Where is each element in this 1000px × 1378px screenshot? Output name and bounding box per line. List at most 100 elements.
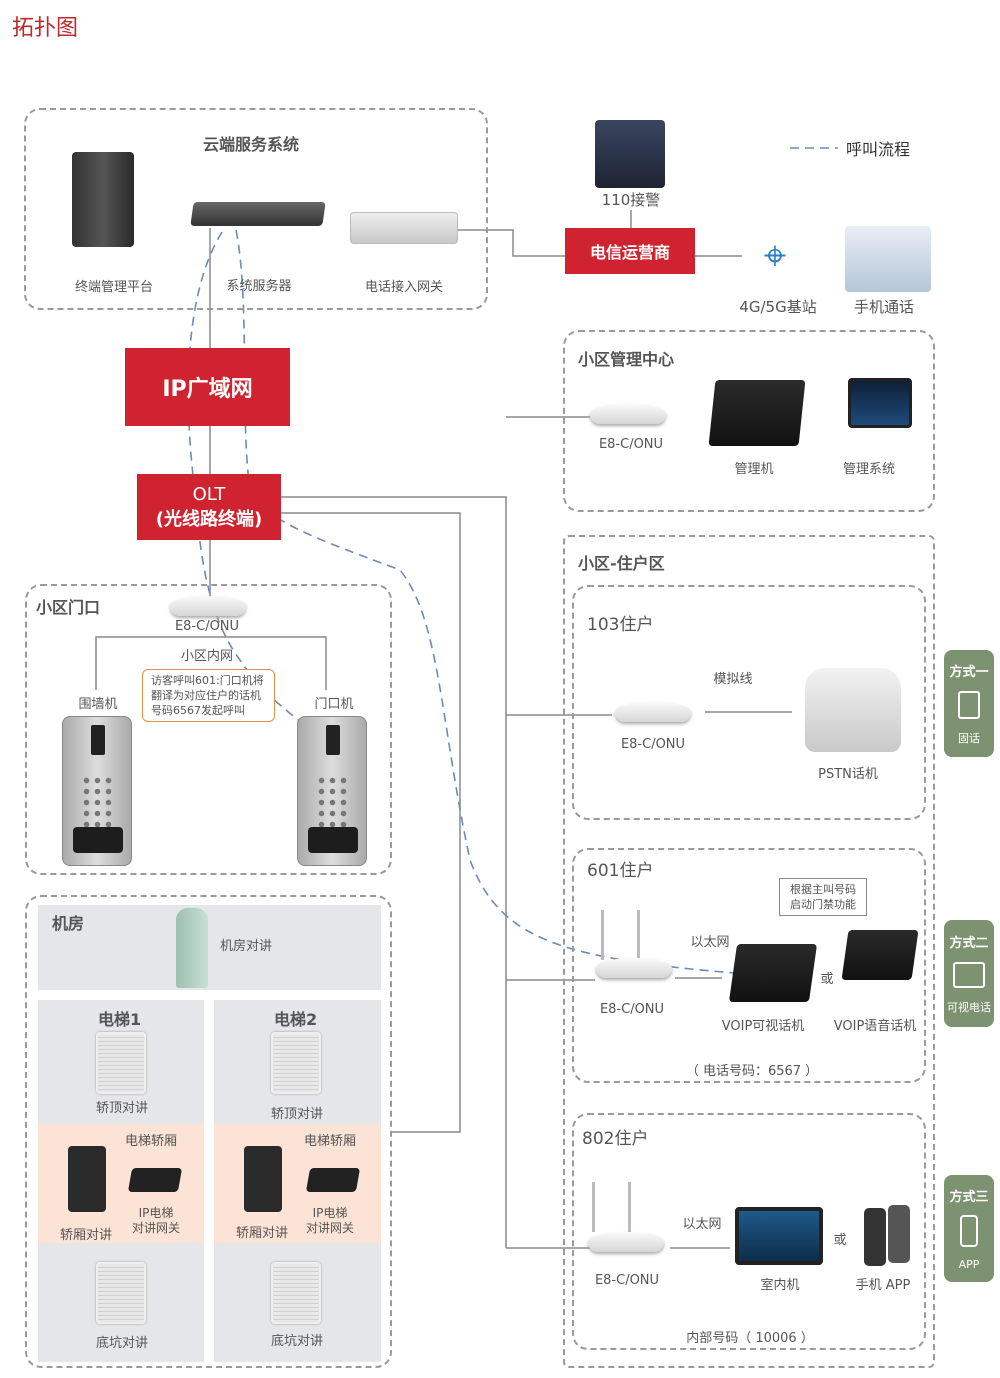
gw-line: 对讲网关 (131, 1221, 181, 1235)
mode-3-tab: 方式三 APP (944, 1175, 994, 1282)
home-103 (572, 585, 926, 820)
phone-gateway-image (350, 212, 458, 244)
wall-unit-label: 围墙机 (78, 697, 118, 712)
mode-title: 方式一 (949, 665, 989, 681)
gw-line: 对讲网关 (305, 1221, 355, 1235)
elevator-group (25, 895, 392, 1368)
car-top-label: 轿顶对讲 (270, 1107, 324, 1122)
home-802 (572, 1113, 926, 1350)
wall-unit-image (62, 716, 132, 866)
voip-video-phone-label: VOIP可视话机 (721, 1019, 805, 1034)
tower-server-image (72, 152, 134, 247)
indoor-unit-image (735, 1207, 823, 1265)
pit-label: 底坑对讲 (95, 1336, 149, 1351)
olt-line1: OLT (192, 483, 226, 505)
elevator-2-panel: 电梯2 轿顶对讲 电梯轿厢 轿厢对讲 IP电梯对讲网关 底坑对讲 (214, 1000, 381, 1362)
home-103-title: 103住户 (587, 615, 654, 635)
home-802-title: 802住户 (582, 1129, 649, 1149)
door-unit-label: 门口机 (314, 697, 354, 712)
operator-box: 电信运营商 (565, 228, 695, 274)
or-label: 或 (820, 972, 834, 987)
signal-tower-icon: ⌖ (763, 233, 787, 279)
elevator-1-panel: 电梯1 轿顶对讲 电梯轿厢 轿厢对讲 IP电梯对讲网关 底坑对讲 (38, 1000, 204, 1362)
mgmt-console-label: 管理机 (734, 462, 774, 477)
voip-video-phone-image (728, 944, 818, 1002)
car-intercom-label: 轿厢对讲 (235, 1226, 289, 1241)
note-line: 访客呼叫601:门口机将 (151, 674, 264, 687)
mode-label: 可视电话 (947, 1001, 991, 1015)
mode-label: APP (958, 1257, 980, 1271)
mode-1-tab: 方式一固话 (944, 650, 994, 757)
voip-voice-phone-image (841, 930, 919, 980)
h802-number: 内部号码（ 10006 ） (686, 1331, 814, 1346)
note-line: 根据主叫号码 (790, 883, 856, 896)
phone-gateway-label: 电话接入网关 (364, 280, 444, 295)
h103-onu-image (615, 702, 691, 722)
mgmt-center-group (563, 330, 935, 512)
gw-line: IP电梯 (138, 1206, 174, 1220)
cloud-title: 云端服务系统 (203, 135, 300, 154)
car-intercom-image (244, 1146, 282, 1212)
note-line: 翻译为对应住户的话机 (151, 689, 261, 702)
pit-intercom-image (96, 1262, 146, 1324)
home-601-title: 601住户 (587, 861, 654, 881)
car-intercom-image (68, 1146, 106, 1212)
base-station-label: 4G/5G基站 (739, 298, 817, 316)
door-unit-image (297, 716, 367, 866)
indoor-unit-label: 室内机 (760, 1278, 800, 1293)
antenna (592, 1182, 595, 1232)
police-label: 110接警 (601, 191, 661, 209)
mgmt-console-image (708, 380, 806, 446)
antenna (637, 910, 640, 960)
elevator-title: 电梯2 (274, 1010, 318, 1029)
h601-router-image (596, 958, 672, 978)
smartphone-image (888, 1205, 910, 1263)
note-line: 号码6567发起呼叫 (151, 704, 245, 717)
gw-line: IP电梯 (312, 1206, 348, 1220)
mobile-call-label: 手机通话 (853, 298, 915, 316)
legend-call-flow: 呼叫流程 (846, 140, 911, 159)
or-label: 或 (833, 1233, 847, 1248)
intranet-label: 小区内网 (180, 649, 234, 664)
ip-wan-box: IP广域网 (125, 348, 290, 426)
cloud-service-group (24, 108, 488, 310)
mode-2-tab: 方式二可视电话 (944, 920, 994, 1027)
car-top-intercom-image (96, 1032, 146, 1094)
ip-gateway-label: IP电梯对讲网关 (306, 1206, 354, 1236)
h103-onu-label: E8-C/ONU (620, 737, 686, 752)
pstn-phone-label: PSTN话机 (818, 767, 878, 782)
page-title: 拓扑图 (12, 16, 79, 41)
residential-group (563, 535, 935, 1368)
machine-room-intercom-label: 机房对讲 (220, 939, 273, 954)
gate-onu-label: E8-C/ONU (174, 619, 240, 634)
mgmt-onu-label: E8-C/ONU (598, 437, 664, 452)
car-label: 电梯轿厢 (124, 1134, 178, 1149)
ip-gateway-image (127, 1168, 183, 1192)
gate-onu-image (170, 596, 246, 616)
car-top-label: 轿顶对讲 (95, 1101, 149, 1116)
antenna (628, 1182, 631, 1232)
h601-number: （ 电话号码：6567 ） (685, 1064, 819, 1079)
olt-line2: (光线路终端) (155, 508, 263, 530)
video-phone-icon (953, 961, 985, 988)
olt-box: OLT (光线路终端) (137, 474, 281, 540)
mode-label: 固话 (958, 731, 980, 745)
mobile-app-label: 手机 APP (855, 1278, 911, 1293)
gate-group (25, 584, 392, 875)
system-server-label: 系统服务器 (226, 279, 292, 294)
legend: 呼叫流程 (790, 136, 940, 159)
elevator-title: 电梯1 (98, 1010, 142, 1029)
landline-phone-icon (958, 690, 980, 719)
car-label: 电梯轿厢 (303, 1134, 357, 1149)
mode-title: 方式三 (949, 1190, 989, 1206)
mgmt-system-label: 管理系统 (842, 462, 896, 477)
h802-onu-label: E8-C/ONU (594, 1273, 660, 1288)
car-intercom-label: 轿厢对讲 (59, 1228, 113, 1243)
machine-room-panel (38, 905, 381, 990)
h601-onu-label: E8-C/ONU (599, 1002, 665, 1017)
machine-room-title: 机房 (52, 914, 85, 933)
pstn-phone-image (805, 668, 901, 752)
gate-note: 访客呼叫601:门口机将 翻译为对应住户的话机 号码6567发起呼叫 (142, 669, 275, 722)
mobile-caller-photo (845, 226, 931, 292)
residential-title: 小区-住户区 (578, 554, 665, 573)
